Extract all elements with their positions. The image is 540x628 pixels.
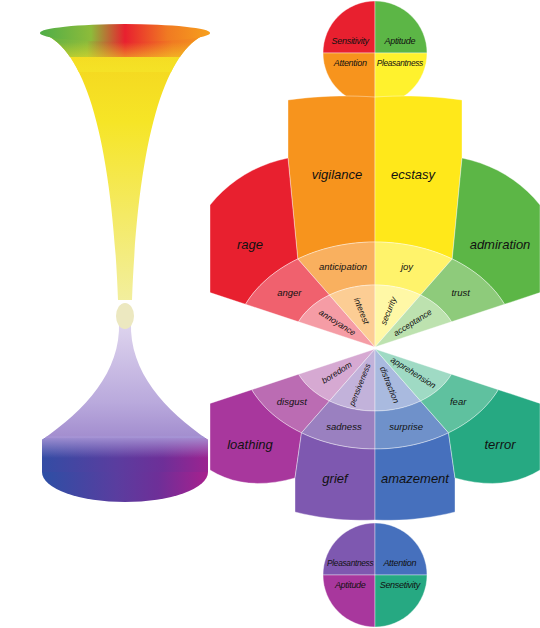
dimension-quadrant: Sensetivity: [375, 575, 427, 627]
sector-fill: [329, 349, 375, 411]
emotion-label: loathing: [227, 438, 273, 452]
emotion-label: Attention: [334, 59, 367, 69]
bell-body: [30, 315, 220, 475]
emotion-label: sadness: [326, 421, 361, 431]
dimension-quadrant: Attention: [375, 523, 427, 575]
emotion-label: Sensitivity: [332, 37, 369, 47]
lower-bell: [30, 315, 220, 502]
upper-funnel: [30, 20, 220, 310]
emotion-label: Aptitude: [335, 581, 366, 591]
sector-fill: [375, 96, 462, 259]
sector-fill: [375, 433, 455, 520]
sector-fill: [375, 295, 451, 347]
emotion-sector: pensiveness: [329, 349, 375, 411]
emotion-label: terror: [484, 438, 515, 452]
emotion-sector: amazement: [375, 432, 455, 521]
dimension-quadrant: Aptitude: [323, 575, 375, 627]
emotion-label: admiration: [470, 238, 531, 252]
funnel-shade: [30, 42, 220, 72]
funnel-rim: [40, 24, 210, 42]
sector-fill: [375, 523, 427, 575]
emotion-label: Pleasantness: [327, 559, 373, 568]
emotion-label: anticipation: [319, 262, 367, 272]
sector-fill: [375, 1, 427, 53]
emotion-label: disgust: [277, 396, 307, 406]
emotion-label: Pleasantness: [377, 59, 423, 68]
sector-fill: [323, 1, 375, 53]
emotion-label: Sensetivity: [380, 581, 420, 591]
emotion-label: grief: [322, 472, 347, 486]
emotion-label: vigilance: [312, 168, 363, 182]
dimension-quadrant: Aptitude: [375, 1, 427, 53]
emotion-label: Aptitude: [384, 37, 415, 47]
emotion-label: amazement: [381, 472, 449, 486]
emotion-label: anger: [277, 288, 301, 298]
hourglass-neck: [116, 303, 134, 329]
sector-fill: [295, 433, 375, 520]
emotion-label: rage: [237, 238, 263, 252]
emotion-label: fear: [450, 396, 466, 406]
emotion-label: Attention: [383, 559, 416, 569]
sector-fill: [375, 575, 427, 627]
emotion-label: surprise: [389, 421, 423, 431]
emotion-label: ecstasy: [391, 168, 435, 182]
emotion-sector: grief: [295, 432, 375, 521]
sector-fill: [210, 390, 301, 484]
bell-shade: [30, 436, 220, 458]
sector-fill: [329, 285, 375, 347]
emotion-sector: vigilance: [288, 96, 375, 259]
sector-fill: [449, 390, 540, 484]
sector-fill: [323, 575, 375, 627]
sector-fill: [323, 523, 375, 575]
dimension-quadrant: Sensitivity: [323, 1, 375, 54]
emotion-sector: ecstasy: [375, 96, 462, 259]
emotion-label: trust: [451, 288, 469, 298]
sector-fill: [288, 96, 375, 259]
dimension-quadrant: Pleasantness: [323, 523, 375, 575]
emotion-label: joy: [401, 262, 413, 272]
funnel-body: [30, 20, 220, 310]
